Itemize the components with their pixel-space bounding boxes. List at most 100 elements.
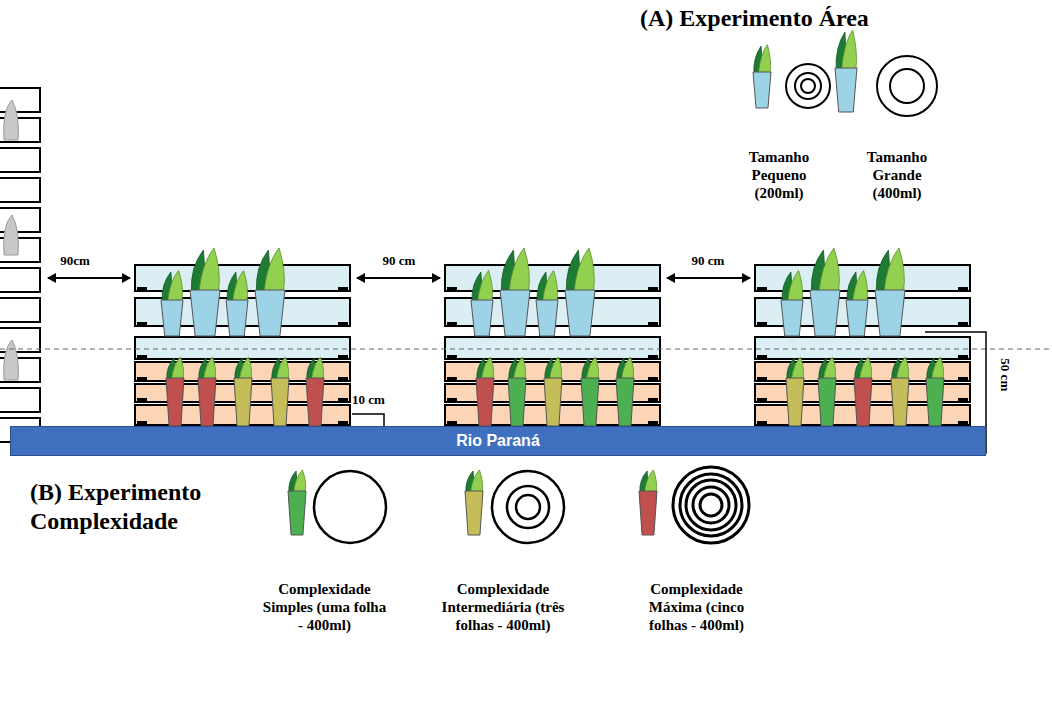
leaf [896, 357, 908, 380]
leaf-layer-circle [492, 471, 564, 543]
leaf [819, 248, 839, 292]
dimension-label: 10 cm [352, 392, 408, 408]
pallet-group [0, 88, 970, 442]
leaf [791, 357, 803, 380]
pot [544, 378, 562, 426]
pot [226, 300, 248, 336]
leaf [171, 357, 183, 380]
pallet-slat [0, 328, 40, 352]
leaf [549, 357, 561, 380]
distance-arrow [357, 277, 440, 279]
pallet-block [338, 287, 348, 292]
pot [536, 300, 558, 336]
pot [508, 378, 526, 426]
leaf-layer-circle [314, 471, 386, 543]
leaf-layer-circle [673, 467, 749, 543]
pallet-block [757, 322, 767, 327]
panel-title: (A) Experimento Área [640, 4, 1040, 33]
leaf-layer-circle [700, 494, 722, 516]
leaf [644, 470, 656, 493]
distance-label: 90 cm [673, 253, 743, 269]
leaf [233, 271, 248, 303]
pallet-block [338, 398, 348, 403]
leaf [276, 357, 288, 380]
pallet-block [447, 398, 457, 403]
pallet-slat [445, 337, 660, 359]
complexity-label: Complexidade Intermediária (três folhas … [438, 580, 568, 634]
size-label: Tamanho Grande (400ml) [860, 148, 934, 202]
leaf [621, 357, 633, 380]
pallet-block [338, 355, 348, 360]
pallet-block [958, 377, 968, 382]
distance-label: 90cm [45, 253, 105, 269]
pallet-block [447, 355, 457, 360]
leaf [168, 271, 183, 303]
pallet-block [648, 398, 658, 403]
river-band: Rio Paraná [10, 426, 986, 456]
leaf-layer-circle [516, 495, 540, 519]
pot [891, 378, 909, 426]
leaf-layer-circle [890, 69, 924, 103]
grey-pot [4, 215, 19, 255]
pallet-slat [0, 268, 40, 292]
leaf-layer-circle [877, 56, 937, 116]
leaf-layer-circle [693, 487, 729, 523]
pot [781, 300, 803, 336]
grey-pot [4, 100, 19, 140]
pallet-block [958, 287, 968, 292]
pallet-slat [135, 337, 350, 359]
pallet-block [757, 377, 767, 382]
leaf-layer-circle [795, 73, 821, 99]
pot [198, 378, 216, 426]
pallet-slat [0, 148, 40, 172]
pot [190, 290, 220, 336]
pallet-slat [755, 337, 970, 359]
leaf [758, 45, 770, 74]
pot [753, 72, 771, 108]
pallet-slat [0, 178, 40, 202]
pot-group [161, 248, 944, 426]
leaf [586, 357, 598, 380]
distance-label: 90 cm [364, 253, 434, 269]
leaf [788, 271, 803, 303]
pot [500, 290, 530, 336]
leaf [543, 271, 558, 303]
pot [234, 378, 252, 426]
pallet-slat [0, 388, 40, 412]
leaf-layer-circle [507, 486, 549, 528]
pot [639, 491, 657, 535]
leaf [509, 248, 529, 292]
leaf [311, 357, 323, 380]
size-label: Tamanho Pequeno (200ml) [742, 148, 816, 202]
pallet-block [648, 355, 658, 360]
water-level-line [0, 349, 1052, 350]
pallet-block [137, 398, 147, 403]
complexity-label: Complexidade Máxima (cinco folhas - 400m… [634, 580, 759, 634]
pot [854, 378, 872, 426]
complexity-label: Complexidade Simples (uma folha - 400ml) [262, 580, 387, 634]
pot [810, 290, 840, 336]
pallet-block [757, 398, 767, 403]
leaf [470, 470, 482, 493]
leaf-layer-circle [680, 474, 742, 536]
pallet-block [958, 398, 968, 403]
leaf [203, 357, 215, 380]
leaf [513, 357, 525, 380]
pallet-block [137, 355, 147, 360]
leaf [853, 271, 868, 303]
pallet-block [648, 287, 658, 292]
pallet-block [338, 322, 348, 327]
leaf [481, 357, 493, 380]
pot [476, 378, 494, 426]
leaf [199, 248, 219, 292]
pot [926, 378, 944, 426]
leaf [823, 357, 835, 380]
pot [565, 290, 595, 336]
pot [166, 378, 184, 426]
pot [471, 300, 493, 336]
pallet-block [958, 355, 968, 360]
pallet-block [757, 287, 767, 292]
leaf [293, 470, 305, 493]
leaf-layer-circle [801, 79, 815, 93]
pallet-block [648, 377, 658, 382]
